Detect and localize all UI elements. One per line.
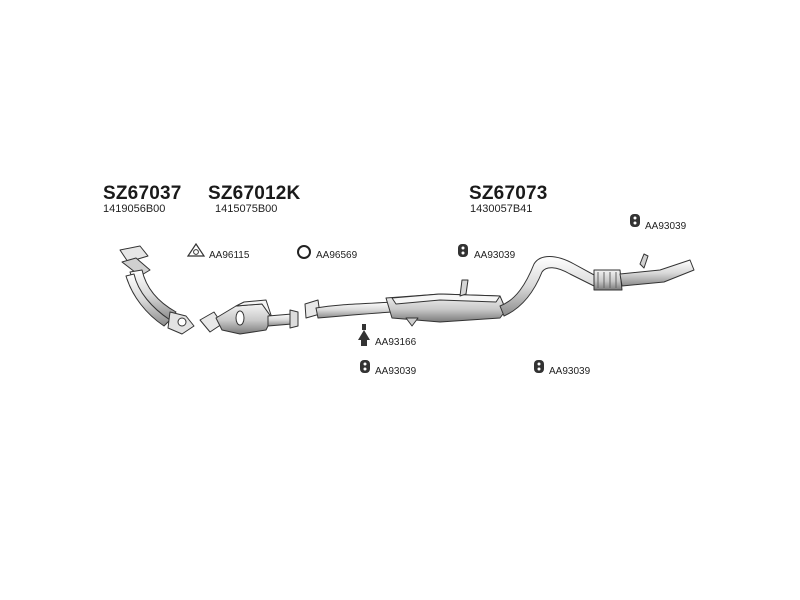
part-number-front-pipe: SZ67037 <box>103 183 182 204</box>
bracket-icon <box>358 324 370 346</box>
accessory-label-gasket: AA96115 <box>209 250 250 261</box>
accessory-label-mount-tail: AA93039 <box>645 221 687 232</box>
part-number-rear-section: SZ67073 <box>469 183 548 204</box>
rubber-mount-icon <box>630 214 640 227</box>
oem-number-front-pipe: 1419056B00 <box>103 203 166 215</box>
ring-icon <box>297 245 311 259</box>
accessory-label-ring: AA96569 <box>316 250 358 261</box>
accessory-label-mount-lower-left: AA93039 <box>375 366 417 377</box>
accessory-label-mount-center: AA93039 <box>474 250 516 261</box>
accessory-label-mount-lower-right: AA93039 <box>549 366 591 377</box>
catalytic-converter-drawing <box>199 299 299 335</box>
rear-section-drawing <box>304 253 695 327</box>
rubber-mount-icon <box>458 244 468 257</box>
rubber-mount-icon <box>360 360 370 373</box>
oem-number-catalytic-converter: 1415075B00 <box>215 203 278 215</box>
gasket-icon <box>186 242 206 257</box>
rubber-mount-icon <box>534 360 544 373</box>
part-number-catalytic-converter: SZ67012K <box>208 183 301 204</box>
front-pipe-drawing <box>119 245 195 335</box>
oem-number-rear-section: 1430057B41 <box>470 203 533 215</box>
accessory-label-bracket: AA93166 <box>375 337 417 348</box>
